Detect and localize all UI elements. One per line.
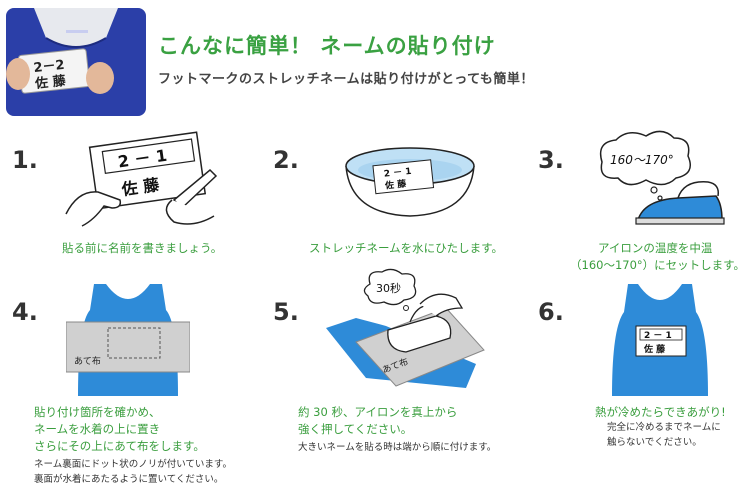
step-2-illustration: 2 － 1 佐 藤: [340, 140, 480, 220]
step-6-note-1: 完全に冷めるまでネームに: [607, 422, 721, 433]
step-5-note-1: 大きいネームを貼る時は端から順に付けます。: [298, 442, 497, 453]
step-4-note-2: 裏面が水着にあたるように置いてください。: [34, 474, 224, 485]
step-1-caption: 貼る前に名前を書きましょう。: [62, 241, 223, 255]
step-3-bubble-text: 160～170°: [610, 153, 674, 167]
photo-card-line1: 2－2: [33, 58, 65, 76]
step-6-illustration: 2 － 1 佐 藤: [610, 284, 710, 396]
step-4-illustration: あて布: [66, 284, 190, 396]
step-5-caption-2: 強く押してください。: [298, 422, 413, 436]
step-1-number: 1.: [12, 146, 38, 174]
step-4-caption-1: 貼り付け箇所を確かめ、: [34, 405, 161, 419]
step-3-number: 3.: [538, 146, 564, 174]
step-2-card-line1: 2 － 1: [383, 167, 412, 180]
step-6-card-line2: 佐 藤: [643, 343, 666, 355]
header-photo: 2－2 佐 藤: [6, 8, 146, 116]
step-2-card-line2: 佐 藤: [383, 177, 407, 191]
step-5-caption-1: 約 30 秒、アイロンを真上から: [298, 405, 458, 419]
step-3-caption-2: （160～170°）にセットします。: [570, 258, 745, 272]
step-4-cloth-label: あて布: [74, 355, 101, 367]
step-6-note-2: 触らないでください。: [607, 437, 702, 448]
step-2-caption: ストレッチネームを水にひたします。: [309, 241, 504, 255]
step-4-number: 4.: [12, 298, 38, 326]
step-5-bubble-text: 30秒: [376, 281, 401, 295]
step-5-number: 5.: [273, 298, 299, 326]
step-2-number: 2.: [273, 146, 299, 174]
step-3-caption-1: アイロンの温度を中温: [598, 241, 713, 255]
step-4-note-1: ネーム裏面にドット状のノリが付いています。: [34, 459, 232, 470]
photo-card-line2: 佐 藤: [33, 73, 67, 92]
page-title: こんなに簡単！ ネームの貼り付け: [158, 34, 496, 58]
step-1-illustration: 2 － 1 佐 藤: [64, 130, 224, 228]
step-4-caption-2: ネームを水着の上に置き: [34, 422, 161, 436]
step-6-number: 6.: [538, 298, 564, 326]
step-5-illustration: 30秒 あて布: [326, 268, 490, 398]
page-subtitle: フットマークのストレッチネームは貼り付けがとっても簡単！: [158, 72, 534, 87]
step-6-card-line1: 2 － 1: [644, 331, 672, 341]
step-3-illustration: 160～170°: [588, 128, 738, 228]
step-6-caption-1: 熱が冷めたらできあがり!: [595, 405, 726, 419]
step-4-caption-3: さらにその上にあて布をします。: [34, 439, 205, 453]
